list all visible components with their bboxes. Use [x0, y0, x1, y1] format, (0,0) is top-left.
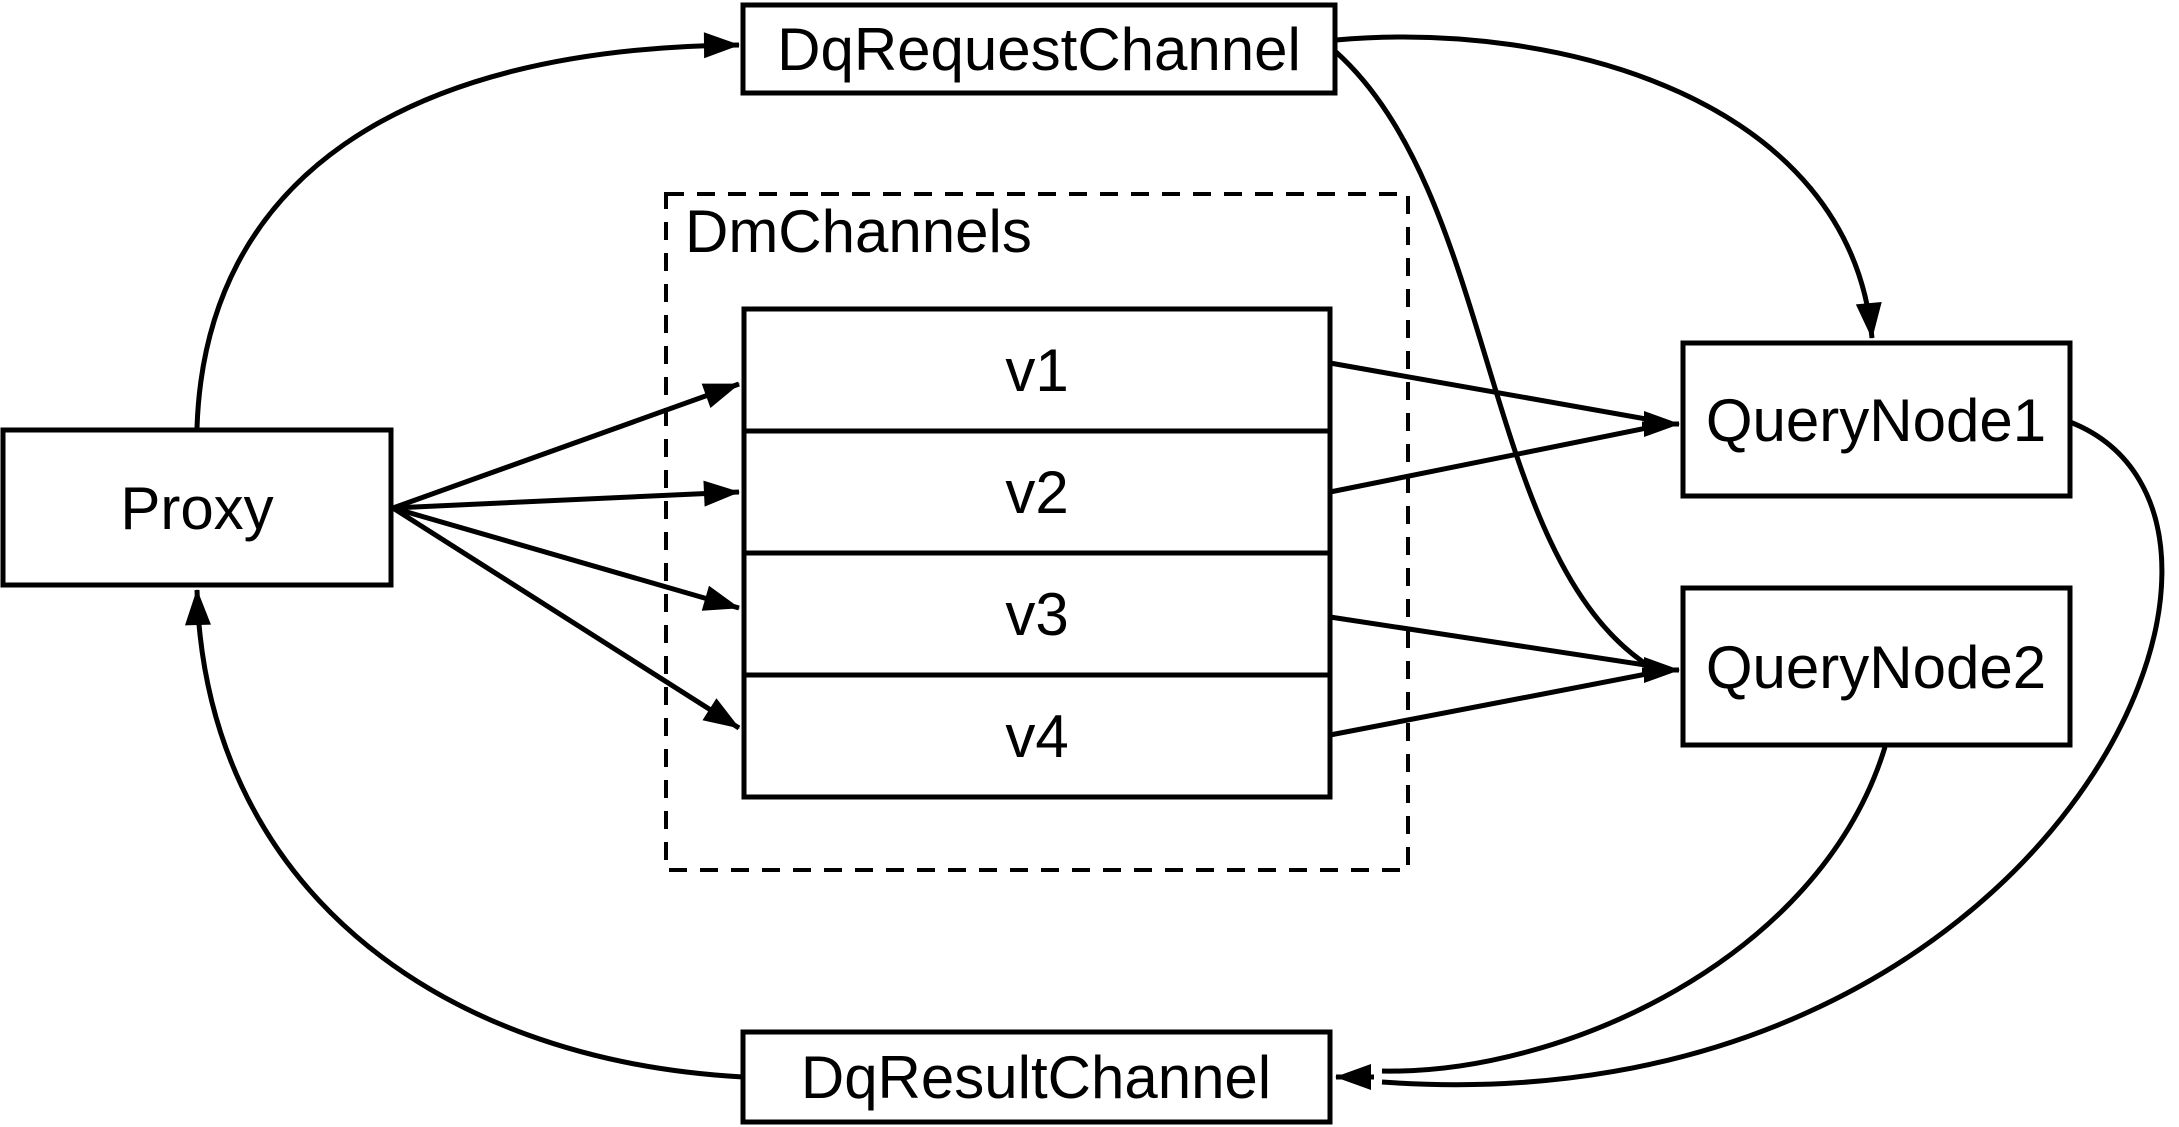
- arrow-proxy-to-dqrequestchannel: [194, 32, 740, 429]
- channel-v4-label: v4: [1005, 703, 1068, 770]
- channel-v3-label: v3: [1005, 581, 1068, 648]
- arrow-dqrequestchannel-to-querynode1: [1335, 34, 1882, 339]
- arrow-v3-to-querynode2: [1329, 614, 1653, 669]
- arrow-proxy-to-v1: [392, 381, 740, 511]
- node-querynode1: QueryNode1: [1680, 340, 2073, 499]
- proxy-box: [0, 427, 394, 588]
- node-dqresultchannel: DqResultChannel: [740, 1029, 1333, 1125]
- group-dmchannels: DmChannels: [664, 192, 1410, 872]
- proxy-label: Proxy: [120, 475, 273, 542]
- dmchannels-label: DmChannels: [685, 198, 1032, 265]
- querynode2-label: QueryNode2: [1706, 634, 2046, 701]
- node-querynode2: QueryNode2: [1680, 585, 2073, 748]
- arrow-querynode1-to-dqresultchannel: [1381, 419, 2165, 1087]
- dmchannels-dashed-box: [664, 192, 1410, 872]
- arrow-querynode2-to-dqresultchannel: [1381, 746, 1888, 1074]
- arrow-dqresultchannel-to-proxy: [184, 589, 744, 1080]
- arrow-v4-to-querynode2: [1329, 670, 1653, 738]
- querynode1-label: QueryNode1: [1706, 387, 2046, 454]
- edges-layer: [184, 32, 2165, 1090]
- querynode2-box: [1680, 585, 2073, 748]
- channel-table: v1 v2 v3 v4: [741, 306, 1333, 800]
- arrow-v1-to-querynode1: [1329, 360, 1653, 423]
- dqresultchannel-label: DqResultChannel: [801, 1044, 1271, 1111]
- arrow-dqrequestchannel-to-querynode2: [1334, 50, 1654, 671]
- arrow-proxy-to-v4: [391, 505, 741, 731]
- channel-v1-label: v1: [1005, 337, 1068, 404]
- dqresultchannel-box: [740, 1029, 1333, 1125]
- arrow-proxy-to-v3: [392, 505, 740, 611]
- channel-v2-label: v2: [1005, 459, 1068, 526]
- querynode1-box: [1680, 340, 2073, 499]
- dqrequestchannel-box: [740, 2, 1338, 96]
- node-dqrequestchannel: DqRequestChannel: [740, 2, 1338, 96]
- dqrequestchannel-label: DqRequestChannel: [777, 16, 1301, 83]
- arrow-proxy-to-v2: [392, 480, 740, 511]
- arrow-v2-to-querynode1: [1329, 424, 1653, 495]
- node-proxy: Proxy: [0, 427, 394, 588]
